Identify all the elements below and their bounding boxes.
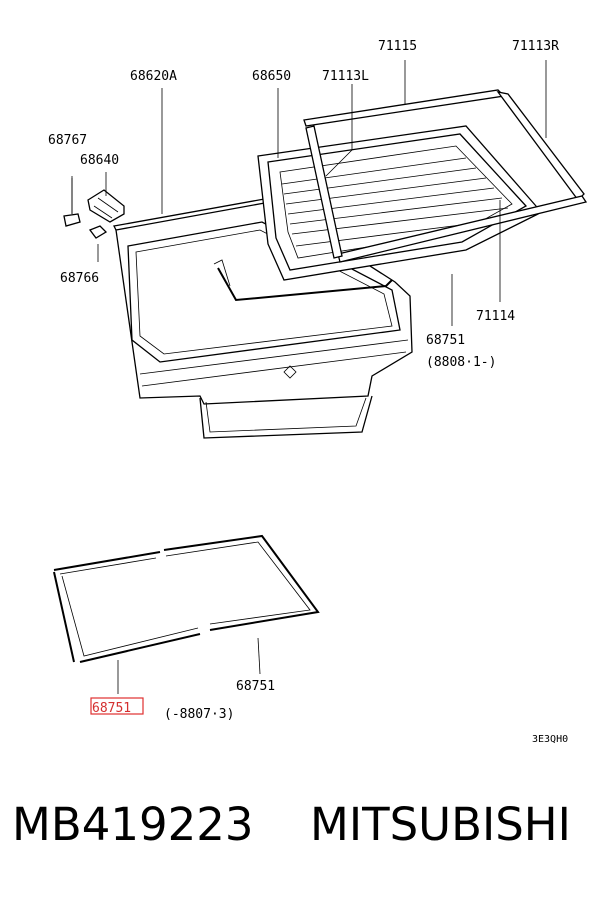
callout-labels: 71115 71113R 68620A 68650 71113L 68767 6… bbox=[48, 39, 568, 745]
diagram-code: 3E3QH0 bbox=[532, 734, 568, 745]
label-68751-bottom: 68751 bbox=[236, 679, 275, 694]
label-68751-top: 68751 bbox=[426, 333, 465, 348]
label-68751-highlight: 68751 bbox=[92, 701, 131, 716]
date-range-top: (8808·1-) bbox=[426, 355, 496, 370]
rear-glass bbox=[257, 125, 539, 281]
label-71114: 71114 bbox=[476, 309, 515, 324]
label-71115: 71115 bbox=[378, 39, 417, 54]
moldings bbox=[303, 89, 588, 263]
footer: MB419223 MITSUBISHI bbox=[0, 790, 600, 880]
weatherstrip-upper bbox=[213, 259, 393, 302]
label-71113R: 71113R bbox=[512, 39, 559, 54]
leader-lines bbox=[71, 60, 547, 694]
weatherstrip-lower bbox=[53, 534, 320, 663]
date-range-bottom: (-8807·3) bbox=[164, 707, 234, 722]
label-71113L: 71113L bbox=[322, 69, 369, 84]
brand-name: MITSUBISHI bbox=[310, 798, 571, 851]
part-number: MB419223 bbox=[12, 798, 254, 851]
label-68767: 68767 bbox=[48, 133, 87, 148]
label-68766: 68766 bbox=[60, 271, 99, 286]
label-68620A: 68620A bbox=[130, 69, 177, 84]
highlight-box bbox=[90, 697, 144, 715]
label-68650: 68650 bbox=[252, 69, 291, 84]
label-68640: 68640 bbox=[80, 153, 119, 168]
